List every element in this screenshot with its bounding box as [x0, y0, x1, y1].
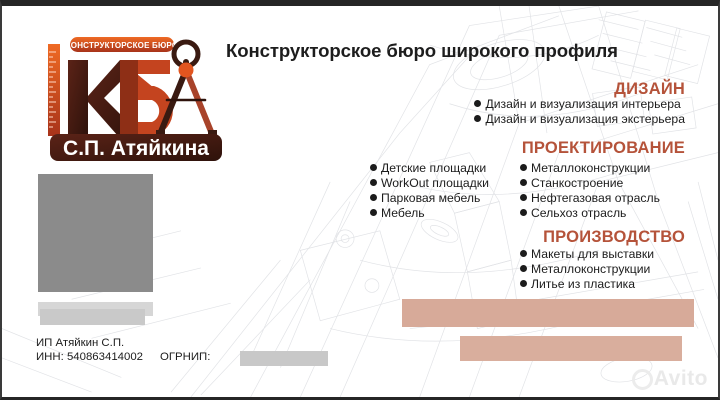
- redacted-banner-secondary: [460, 336, 682, 361]
- list-item-label: Макеты для выставки: [531, 247, 655, 261]
- list-item-label: Литье из пластика: [531, 276, 636, 291]
- logo-badge-text: КОНСТРУКТОРСКОЕ БЮРО: [66, 41, 179, 50]
- redacted-contact-block: [40, 309, 145, 325]
- redacted-ogrnip-value: [240, 351, 328, 366]
- list-item: Литье из пластика: [520, 276, 654, 292]
- list-item: Детские площадки: [370, 161, 489, 176]
- engineering-service-list-left: Детские площадки WorkOut площадки Парков…: [370, 161, 489, 222]
- design-service-list: Дизайн и визуализация интерьера Дизайн и…: [474, 97, 685, 128]
- redacted-image-placeholder: [38, 174, 153, 292]
- bullet-icon: [370, 193, 377, 201]
- engineering-service-list-right: Металлоконструкции Станкостроение Нефтег…: [520, 161, 660, 222]
- bullet-icon: [370, 178, 377, 186]
- list-item-label: Детские площадки: [381, 161, 487, 175]
- list-item: Дизайн и визуализация интерьера: [474, 97, 685, 112]
- bullet-icon: [520, 264, 527, 272]
- list-item: Металлоконструкции: [520, 261, 654, 277]
- bullet-icon: [370, 208, 377, 216]
- avito-watermark-text: Avito: [653, 367, 708, 390]
- list-item-label: Мебель: [381, 205, 425, 220]
- list-item: Сельхоз отрасль: [520, 205, 660, 221]
- company-logo: КОНСТРУКТОРСКОЕ БЮРО: [36, 30, 236, 166]
- avito-ring-icon: [631, 368, 653, 390]
- legal-entity: ИП Атяйкин С.П.: [36, 337, 125, 349]
- bullet-icon: [520, 208, 527, 216]
- list-item: Парковая мебель: [370, 190, 489, 206]
- list-item: WorkOut площадки: [370, 175, 489, 191]
- section-heading-engineering: ПРОЕКТИРОВАНИЕ: [521, 139, 685, 157]
- list-item-label: Дизайн и визуализация экстерьера: [485, 111, 685, 126]
- logo-badge: КОНСТРУКТОРСКОЕ БЮРО: [66, 37, 179, 52]
- compass-icon: [156, 39, 217, 142]
- list-item: Металлоконструкции: [520, 161, 660, 176]
- bullet-icon: [474, 100, 482, 107]
- logo-nameplate-text: С.П. Атяйкина: [63, 137, 209, 160]
- legal-inn: ИНН: 540863414002: [36, 350, 143, 363]
- list-item: Мебель: [370, 205, 489, 221]
- list-item-label: Станкостроение: [531, 175, 624, 190]
- avito-watermark: Avito: [631, 367, 708, 391]
- page-title: Конструкторское бюро широкого профиля: [226, 40, 618, 61]
- ruler-icon: [48, 44, 60, 136]
- list-item-label: Сельхоз отрасль: [531, 205, 627, 220]
- legal-info: ИП Атяйкин С.П. ИНН: 540863414002 ОГРНИП…: [36, 337, 210, 364]
- logo-letter-k: [68, 60, 142, 136]
- manufacturing-service-list: Макеты для выставки Металлоконструкции Л…: [520, 247, 655, 293]
- bullet-icon: [520, 193, 527, 201]
- logo-letter-b: [120, 60, 173, 136]
- bullet-icon: [520, 279, 527, 287]
- section-heading-manufacturing: ПРОИЗВОДСТВО: [543, 228, 685, 246]
- redacted-banner-primary: [402, 299, 694, 327]
- bullet-icon: [474, 114, 482, 122]
- list-item-label: Парковая мебель: [381, 190, 481, 205]
- list-item: Нефтегазовая отрасль: [520, 190, 660, 206]
- list-item: Дизайн и визуализация экстерьера: [474, 111, 685, 127]
- list-item: Макеты для выставки: [520, 247, 655, 262]
- list-item: Станкостроение: [520, 175, 660, 191]
- legal-ogrnip-label: ОГРНИП:: [160, 350, 211, 363]
- bullet-icon: [370, 164, 377, 171]
- list-item-label: Металлоконструкции: [531, 161, 651, 175]
- bullet-icon: [520, 178, 527, 186]
- list-item-label: Металлоконструкции: [531, 261, 651, 276]
- list-item-label: Дизайн и визуализация интерьера: [485, 97, 681, 111]
- logo-nameplate: С.П. Атяйкина: [50, 134, 222, 161]
- list-item-label: Нефтегазовая отрасль: [531, 190, 660, 205]
- bullet-icon: [520, 250, 527, 257]
- list-item-label: WorkOut площадки: [381, 175, 489, 190]
- bullet-icon: [520, 164, 527, 171]
